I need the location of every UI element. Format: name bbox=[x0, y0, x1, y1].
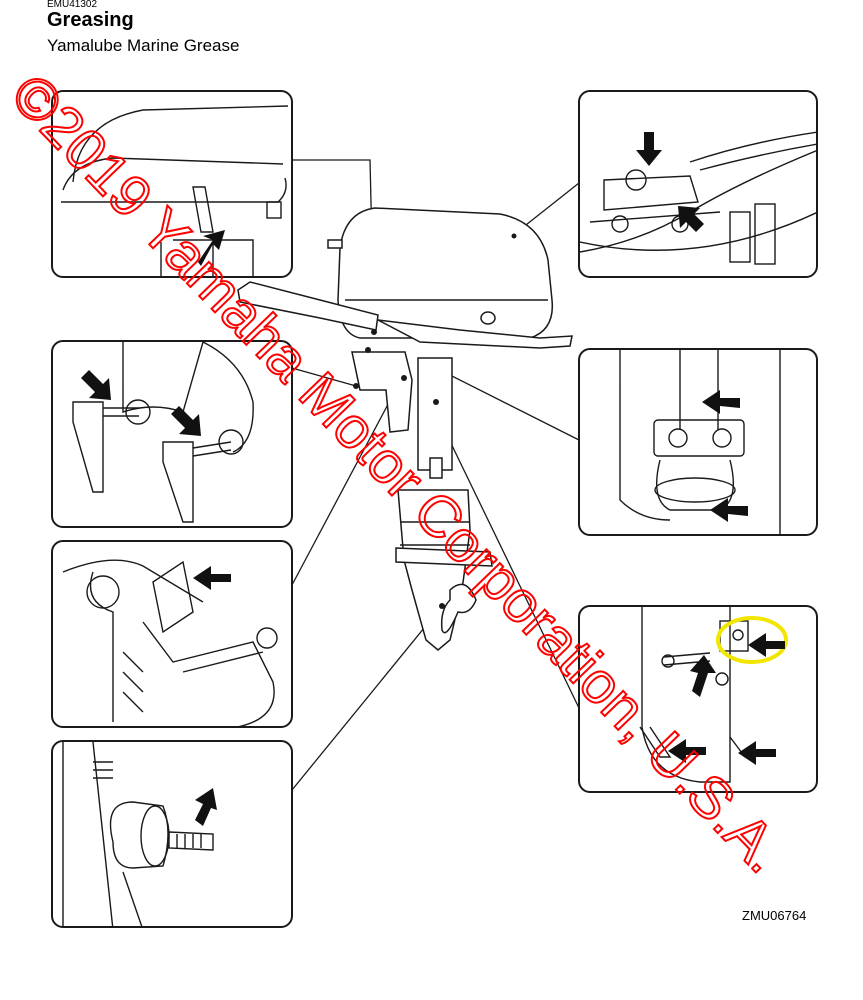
detail-panel-steering-pivots bbox=[578, 605, 818, 793]
detail-panel-cowling-lever bbox=[51, 90, 293, 278]
arrow-icon bbox=[710, 498, 748, 522]
detail-panel-swivel-bracket bbox=[578, 348, 818, 536]
arrow-icon bbox=[678, 206, 704, 232]
arrow-icon bbox=[738, 741, 776, 765]
arrow-icon bbox=[748, 633, 785, 657]
detail-panel-clamp-screws bbox=[51, 340, 293, 528]
leader-line-mid-right bbox=[439, 369, 580, 441]
leader-line-mid-left bbox=[291, 367, 357, 387]
arrow-icon bbox=[668, 739, 706, 763]
detail-panel-tilt-lock bbox=[51, 540, 293, 728]
arrow-icon bbox=[636, 132, 662, 166]
lower-unit bbox=[397, 489, 471, 651]
arrow-icon bbox=[195, 788, 217, 826]
anti-cavitation-plate bbox=[395, 547, 493, 567]
leader-line-bottom-left bbox=[291, 605, 443, 791]
page-subtitle: Yamalube Marine Grease bbox=[47, 36, 240, 55]
leader-line-lower-right bbox=[429, 399, 580, 709]
clamp-bracket bbox=[351, 351, 413, 433]
detail-panel-propeller-shaft bbox=[51, 740, 293, 928]
steering-shaft-housing bbox=[417, 357, 453, 471]
leader-line-center-left bbox=[291, 377, 403, 586]
arrow-icon bbox=[193, 566, 231, 590]
arrow-icon bbox=[81, 370, 111, 400]
propeller bbox=[440, 583, 477, 634]
arrow-icon bbox=[690, 655, 716, 697]
detail-panel-throttle-linkage bbox=[578, 90, 818, 278]
tiller-handle bbox=[237, 281, 379, 331]
document-code: EMU41302 bbox=[47, 0, 98, 10]
arrow-icon bbox=[702, 390, 740, 414]
highlight-circle bbox=[716, 616, 788, 664]
engine-cowling bbox=[337, 207, 554, 339]
arrow-icon bbox=[171, 406, 201, 436]
outboard-motor bbox=[237, 207, 573, 651]
figure-reference: ZMU06764 bbox=[742, 908, 807, 923]
page-title: Greasing bbox=[47, 9, 134, 31]
arrow-icon bbox=[198, 230, 225, 266]
